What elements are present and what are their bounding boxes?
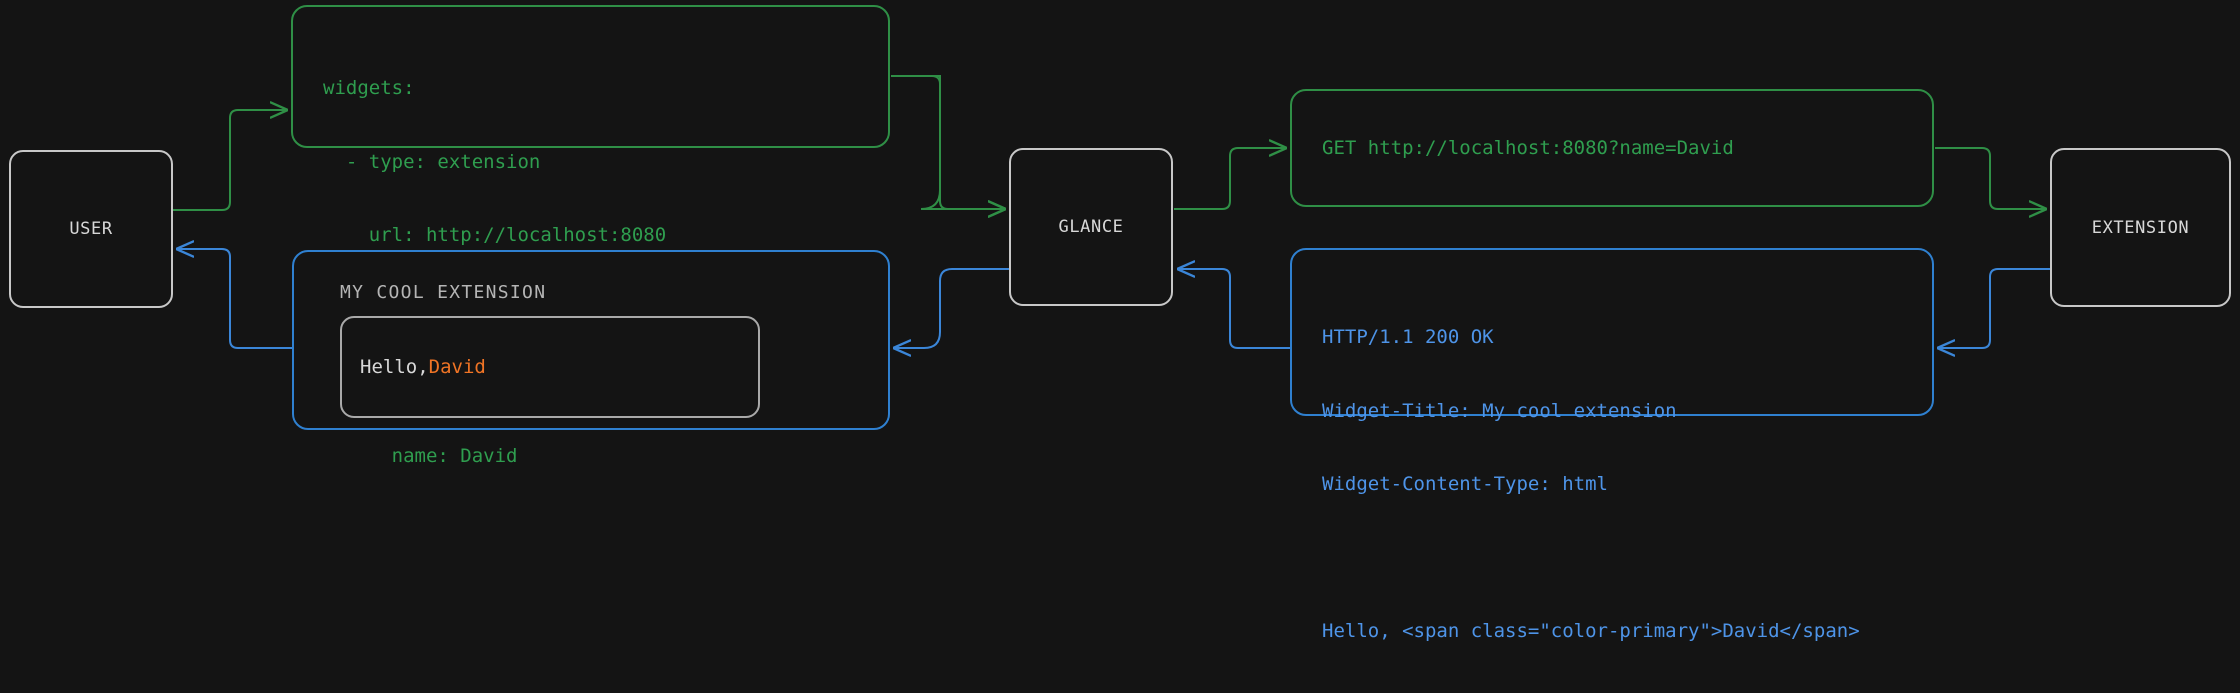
- http-status-line: HTTP/1.1 200 OK: [1322, 326, 1494, 348]
- http-header-ctype: Widget-Content-Type: html: [1322, 473, 1608, 495]
- http-response-body: Hello, <span class="color-primary">David…: [1322, 620, 1860, 642]
- yaml-config-box: widgets: - type: extension url: http://l…: [291, 5, 890, 467]
- node-user-label: USER: [69, 219, 113, 239]
- rendered-widget-box: MY COOL EXTENSION Hello, David: [292, 250, 890, 430]
- http-response-box: HTTP/1.1 200 OK Widget-Title: My cool ex…: [1290, 248, 1934, 642]
- node-glance-label: GLANCE: [1058, 217, 1124, 237]
- widget-content: Hello, David: [340, 316, 760, 418]
- http-request-box: GET http://localhost:8080?name=David: [1290, 89, 1934, 207]
- yaml-line-widgets: widgets:: [323, 77, 415, 99]
- yaml-line-type: - type: extension: [323, 150, 541, 173]
- http-response-blank-line: [1322, 546, 1902, 571]
- edge-request-to-extension: [1935, 147, 2046, 209]
- edge-response-to-glance: [1178, 269, 1290, 349]
- edge-config-to-glance: [891, 75, 1005, 209]
- node-user[interactable]: USER: [9, 150, 173, 308]
- yaml-line-name: name: David: [323, 444, 518, 467]
- node-extension-label: EXTENSION: [2091, 217, 2190, 238]
- widget-greeting-text: Hello,: [360, 356, 429, 378]
- edge-glance-to-request: [1174, 148, 1286, 210]
- node-glance[interactable]: GLANCE: [1009, 148, 1173, 306]
- http-request-line: GET http://localhost:8080?name=David: [1322, 136, 1734, 159]
- flow-diagram: USER GLANCE EXTENSION widgets: - type: e…: [9, 5, 2231, 642]
- edge-config-to-glance-segment: [891, 75, 1005, 209]
- edge-user-to-config: [173, 110, 287, 211]
- edge-glance-to-widget: [894, 268, 1009, 348]
- edge-extension-to-response: [1938, 268, 2050, 348]
- yaml-line-url: url: http://localhost:8080: [323, 224, 667, 246]
- widget-title: MY COOL EXTENSION: [340, 282, 547, 303]
- widget-accent-name: David: [428, 356, 486, 378]
- edge-widget-to-user: [177, 249, 292, 349]
- http-header-title: Widget-Title: My cool extension: [1322, 399, 1677, 422]
- node-extension[interactable]: EXTENSION: [2050, 148, 2231, 307]
